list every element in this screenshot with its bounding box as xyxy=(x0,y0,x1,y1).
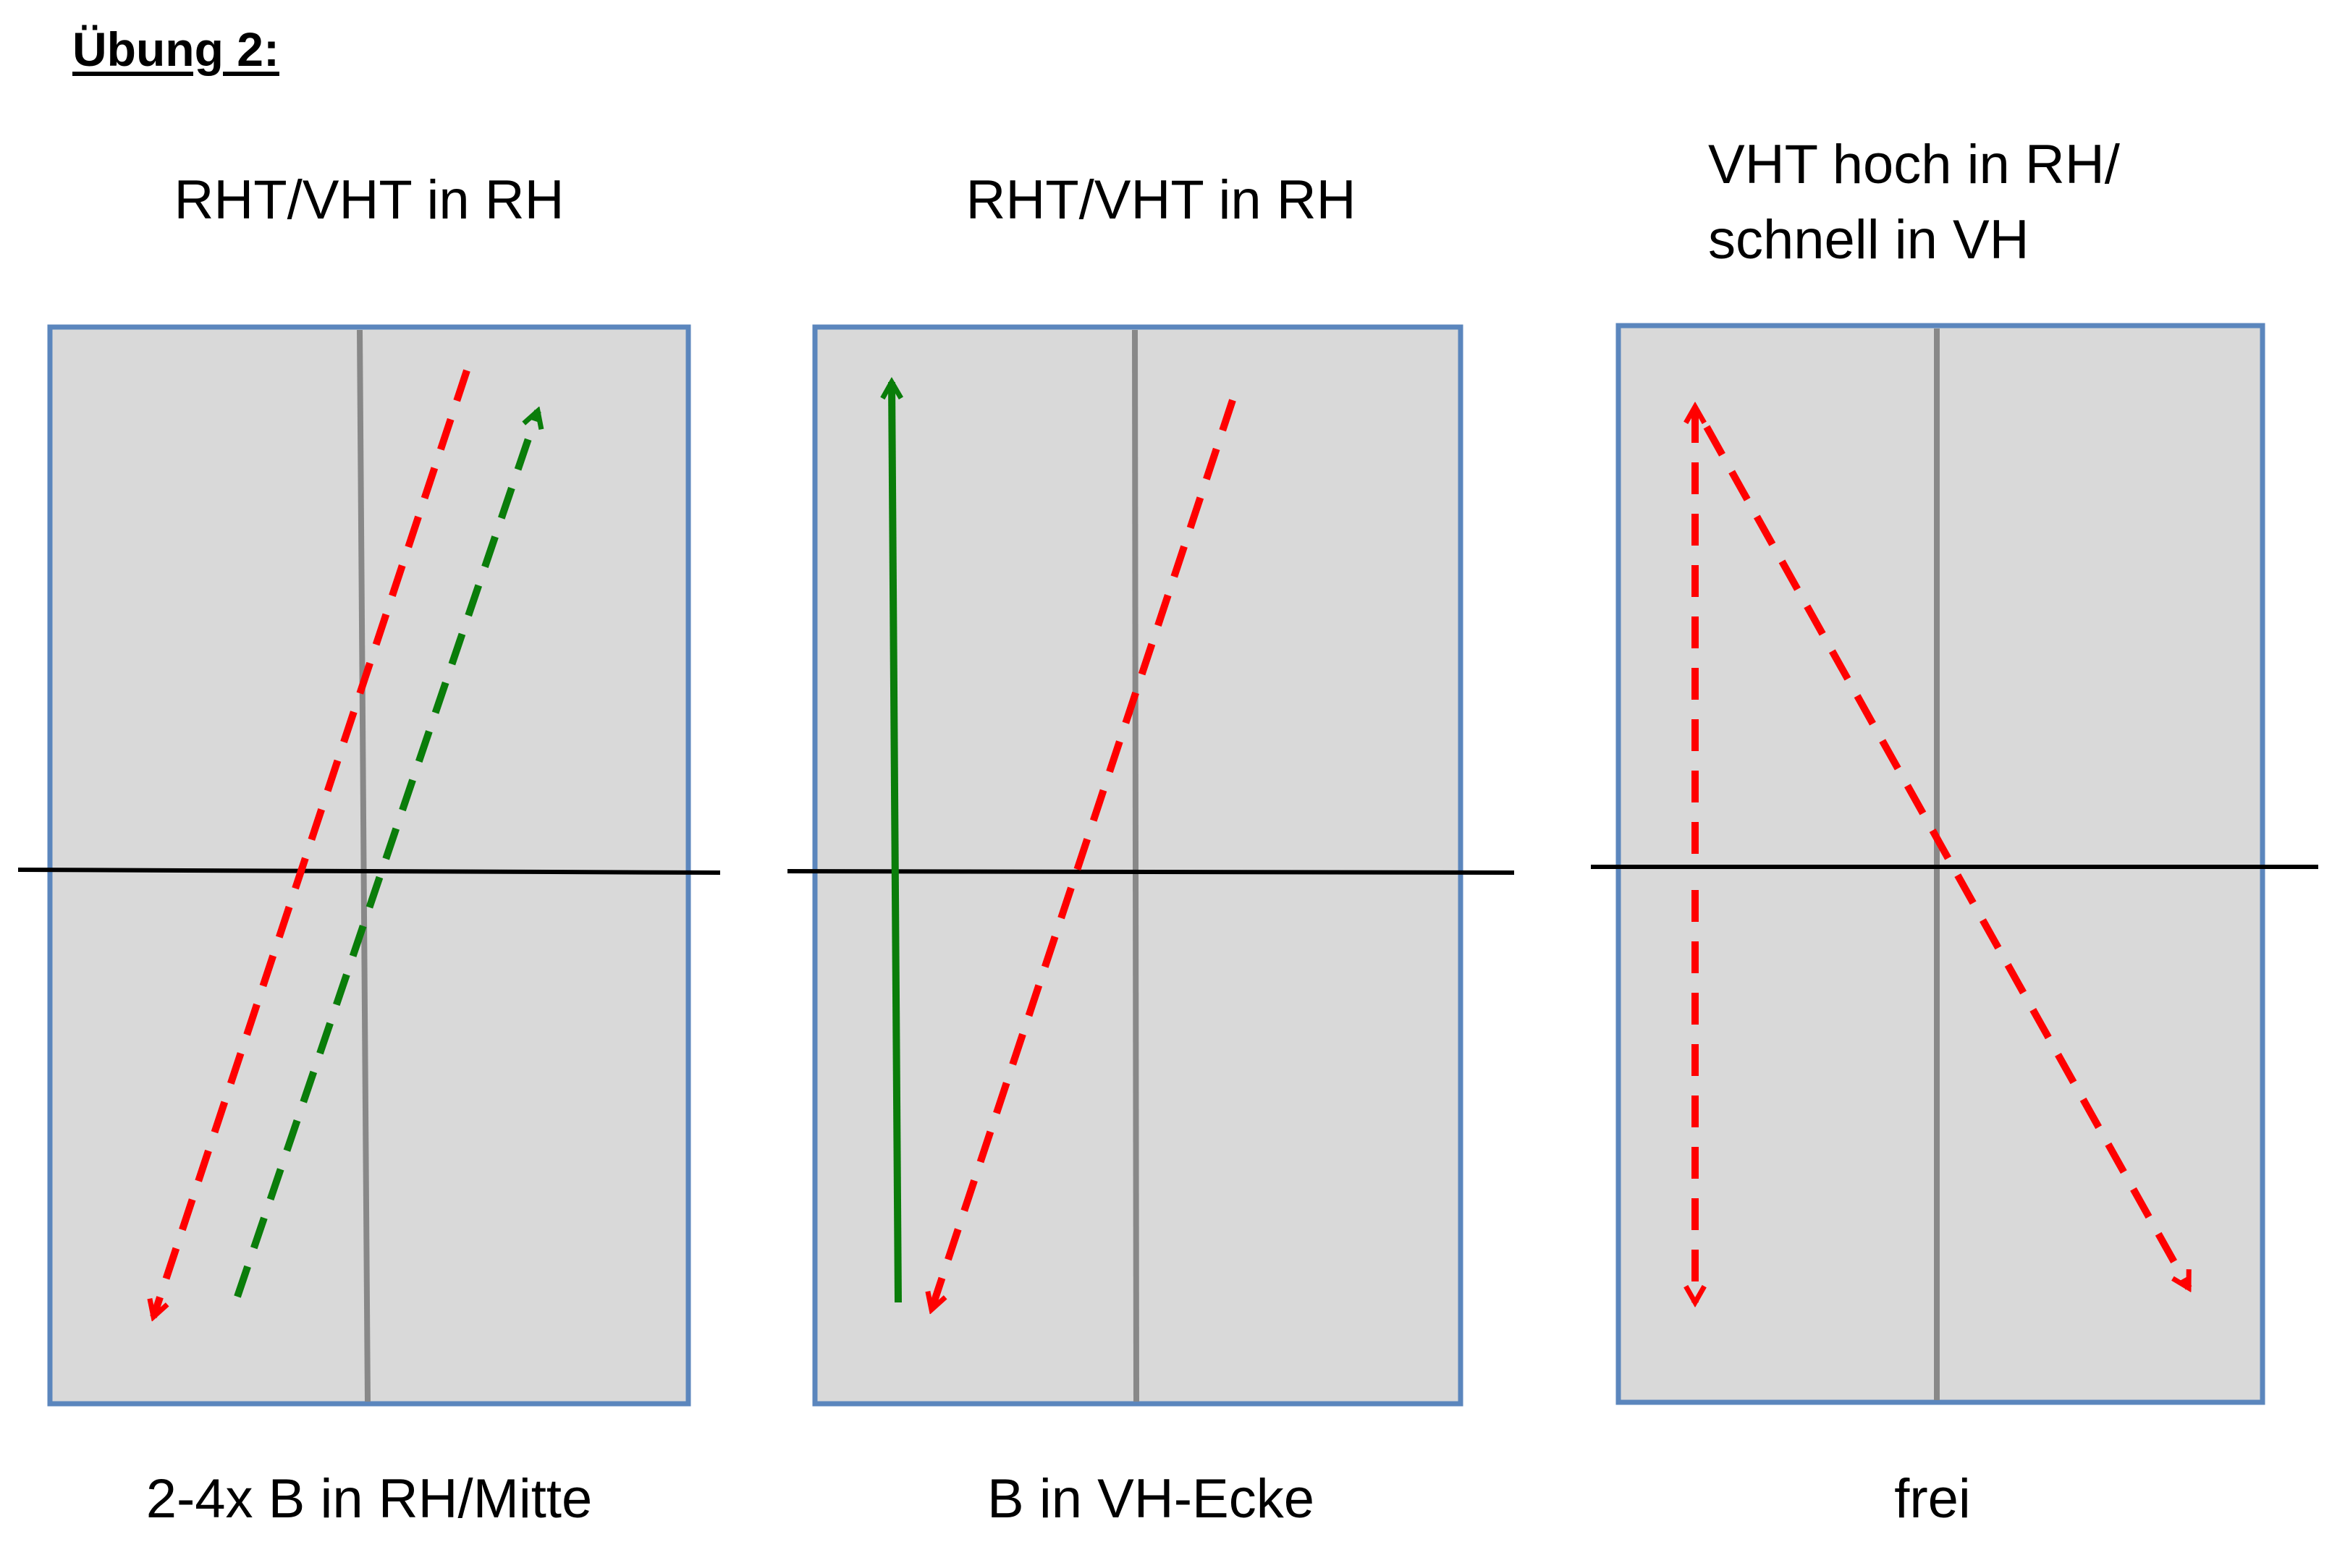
panel-3-caption: frei xyxy=(1894,1468,1971,1530)
center-line xyxy=(357,329,371,1402)
panel-1-heading: RHT/VHT in RH xyxy=(174,169,565,231)
panel-2-caption: B in VH-Ecke xyxy=(987,1468,1314,1530)
net-line xyxy=(17,868,721,875)
red-dashed-arrow xyxy=(153,369,470,1317)
net-line xyxy=(787,869,1515,875)
red-dashed-arrow xyxy=(931,399,1236,1310)
panel-1-caption: 2-4x B in RH/Mitte xyxy=(145,1468,593,1530)
green-solid-arrow xyxy=(892,382,898,1303)
court-rect xyxy=(1615,323,2265,1405)
red-dashed-diagonal-arrow xyxy=(1703,425,2192,1288)
panel-1-court xyxy=(17,324,721,1407)
green-dashed-arrow xyxy=(234,411,538,1298)
center-line xyxy=(1132,329,1139,1402)
exercise-title: Übung 2: xyxy=(72,22,279,76)
panel-3-court xyxy=(1591,323,2318,1405)
panel-3-heading-line-1: VHT hoch in RH/ xyxy=(1708,134,2120,195)
panel-3-heading-line-2: schnell in VH xyxy=(1708,209,2029,271)
panel-2-court xyxy=(787,324,1515,1407)
panel-2-heading: RHT/VHT in RH xyxy=(966,169,1356,231)
